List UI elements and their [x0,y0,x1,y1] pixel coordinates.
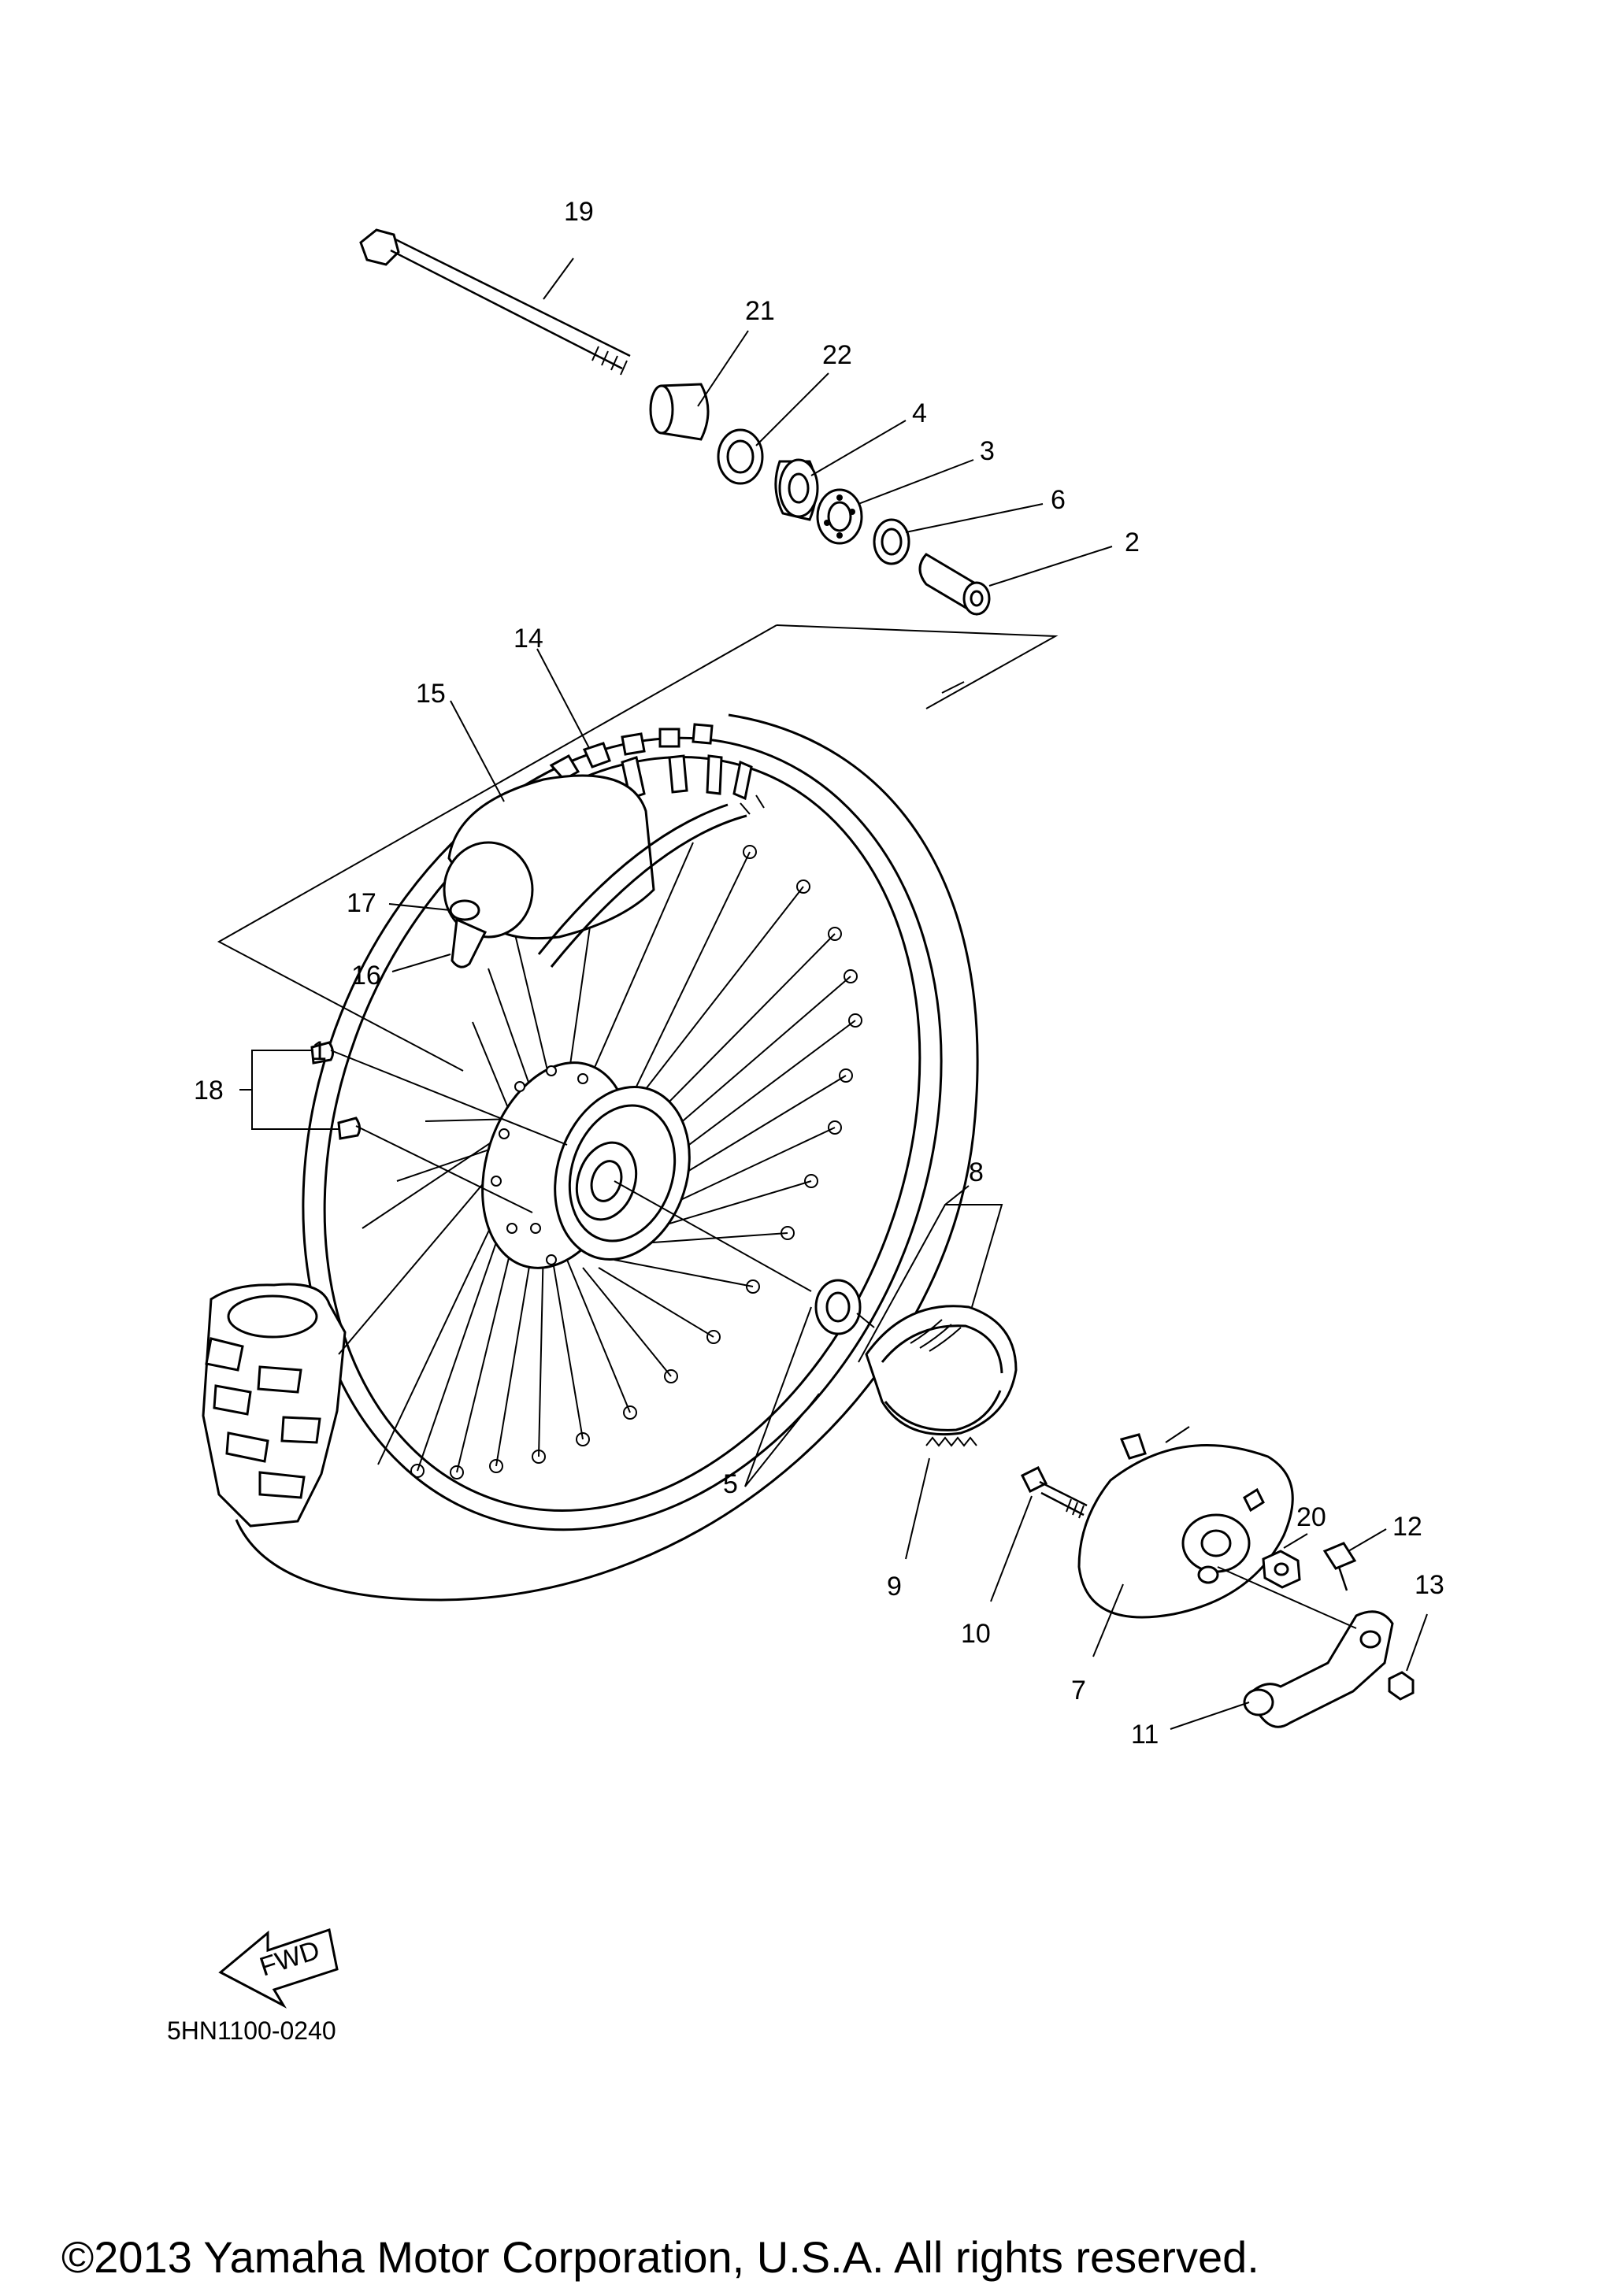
callout-21: 21 [745,296,775,326]
rim-band-14 [536,648,747,968]
copyright-notice: ©2013 Yamaha Motor Corporation, U.S.A. A… [61,2232,1259,2282]
callout-12: 12 [1392,1512,1422,1542]
nut-20 [1262,1533,1308,1589]
hub-1 [481,1061,812,1292]
callout-19: 19 [564,197,594,227]
lever-11 [1170,1566,1394,1730]
callout-17: 17 [347,888,376,918]
callout-3: 3 [980,436,995,466]
diagram-code: 5HN1100-0240 [167,2016,336,2045]
bolt-12 [1322,1528,1387,1591]
callout-18: 18 [194,1076,224,1105]
nut-13 [1388,1613,1428,1701]
spoke-set-18 [239,1041,568,1213]
collar-21 [649,330,749,441]
callout-13: 13 [1415,1570,1444,1600]
callout-15: 15 [416,679,446,709]
axle-19 [359,228,631,376]
spokes [338,842,856,1473]
callout-2: 2 [1125,528,1140,557]
callout-labels: 19 21 22 4 3 6 2 14 15 17 16 1 18 8 5 20… [194,197,1444,1750]
oil-seal-6 [873,503,1044,565]
callout-22: 22 [822,340,852,370]
callout-11: 11 [1131,1720,1159,1750]
valve-cap-17 [388,899,480,921]
callout-7: 7 [1071,1676,1086,1705]
group-bracket [217,624,1059,1072]
valve-16 [391,917,488,972]
callout-9: 9 [887,1572,902,1602]
callout-5: 5 [723,1469,738,1499]
callout-16: 16 [351,961,381,991]
callout-20: 20 [1296,1502,1326,1532]
callout-4: 4 [912,398,927,428]
brake-shoe-8 [858,1185,1018,1436]
callout-1: 1 [312,1036,327,1066]
callout-14: 14 [514,624,543,654]
fwd-arrow-icon: FWD [218,1928,339,2009]
bearing-4 [774,420,907,521]
tire-rim [202,713,979,1602]
spring-9 [905,1436,977,1560]
oil-seal-22 [717,372,829,485]
bearing-3 [816,459,974,545]
callout-10: 10 [961,1619,991,1649]
camshaft-10 [990,1465,1088,1602]
callout-6: 6 [1051,485,1066,515]
bearing-5 [744,1279,875,1487]
spacer-2 [918,546,1113,616]
callout-8: 8 [969,1157,984,1187]
brake-plate-7 [1077,1426,1294,1657]
